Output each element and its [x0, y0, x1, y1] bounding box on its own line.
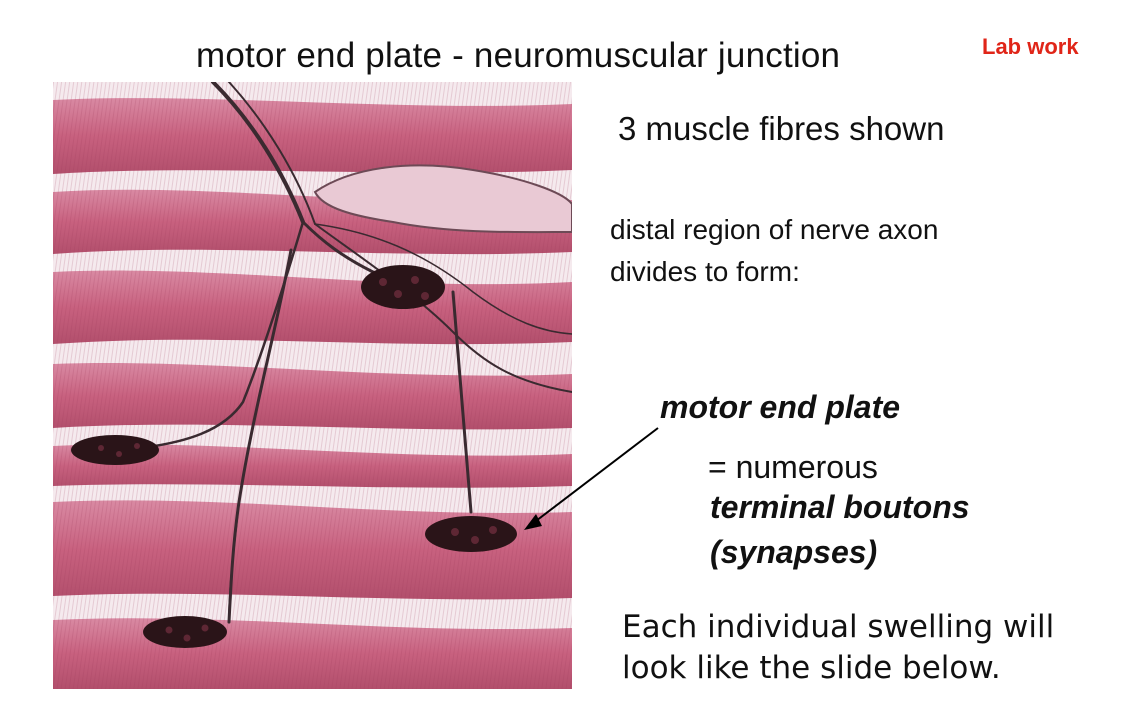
fibres-count-text: 3 muscle fibres shown [618, 110, 945, 147]
note-line-2: look like the slide below. [622, 650, 1001, 686]
micrograph-image [53, 82, 572, 689]
lab-work-tag: Lab work [982, 34, 1079, 59]
motor-end-plate-label: motor end plate [660, 389, 901, 425]
numerous-text: = numerous [708, 449, 878, 485]
synapses-text: (synapses) [710, 534, 878, 570]
distal-text-line-2: divides to form: [610, 256, 800, 287]
distal-text-line-1: distal region of nerve axon [610, 214, 939, 245]
note-line-1: Each individual swelling will [622, 609, 1055, 645]
slide-title: motor end plate - neuromuscular junction [196, 36, 841, 75]
terminal-boutons-text: terminal boutons [710, 489, 970, 525]
